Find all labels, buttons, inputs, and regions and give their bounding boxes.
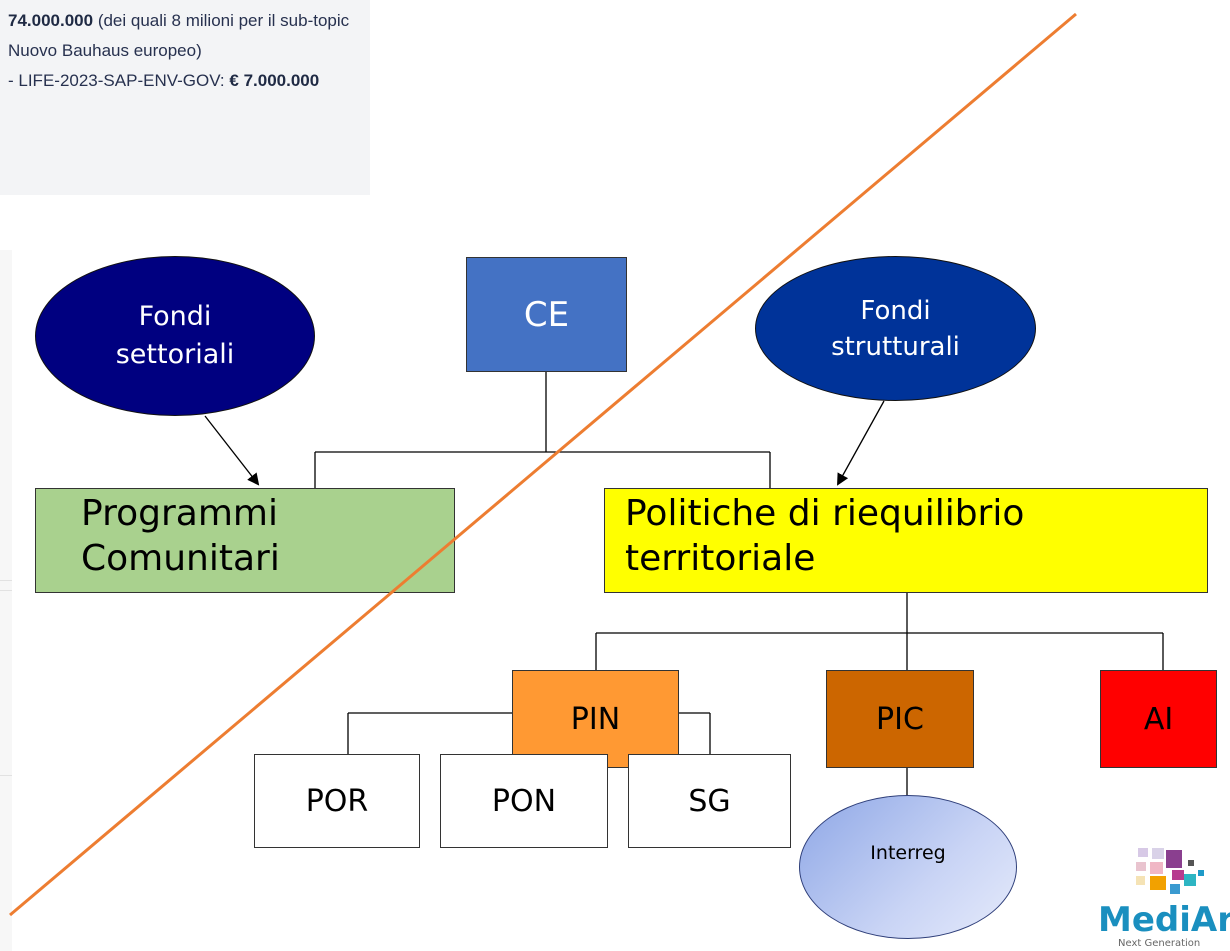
sg-node: SG (628, 754, 791, 848)
ce-label: CE (523, 294, 570, 335)
fondi-settoriali-label: Fondi settoriali (115, 301, 235, 370)
por-label: POR (305, 783, 369, 819)
ai-label: AI (1143, 701, 1174, 737)
politiche-riequilibrio-node: Politiche di riequilibrio territoriale (604, 488, 1208, 593)
pic-node: PIC (826, 670, 974, 768)
programmi-comunitari-node: Programmi Comunitari (35, 488, 455, 593)
left-strip (0, 250, 12, 951)
logo-subtext: Next Generation (1118, 938, 1201, 949)
pon-label: PON (491, 783, 557, 819)
interreg-label: Interreg (870, 842, 946, 864)
pin-label: PIN (570, 701, 621, 737)
ai-node: AI (1100, 670, 1217, 768)
pon-node: PON (440, 754, 608, 848)
divider (0, 775, 12, 776)
interreg-node: Interreg (799, 795, 1017, 939)
pic-label: PIC (876, 701, 924, 737)
logo-text: MediArc (1098, 900, 1230, 940)
fondi-strutturali-node: Fondi strutturali (755, 256, 1036, 401)
fondi-strutturali-label: Fondi strutturali (831, 295, 960, 362)
por-node: POR (254, 754, 420, 848)
divider (0, 580, 12, 581)
politiche-riequilibrio-label: Politiche di riequilibrio territoriale (625, 493, 1025, 579)
divider (0, 590, 12, 591)
ce-node: CE (466, 257, 627, 372)
sg-label: SG (688, 783, 731, 819)
programmi-comunitari-label: Programmi Comunitari (81, 493, 280, 579)
mediarc-logo: MediArc Next Generation (1090, 848, 1230, 951)
fondi-settoriali-node: Fondi settoriali (35, 256, 315, 416)
